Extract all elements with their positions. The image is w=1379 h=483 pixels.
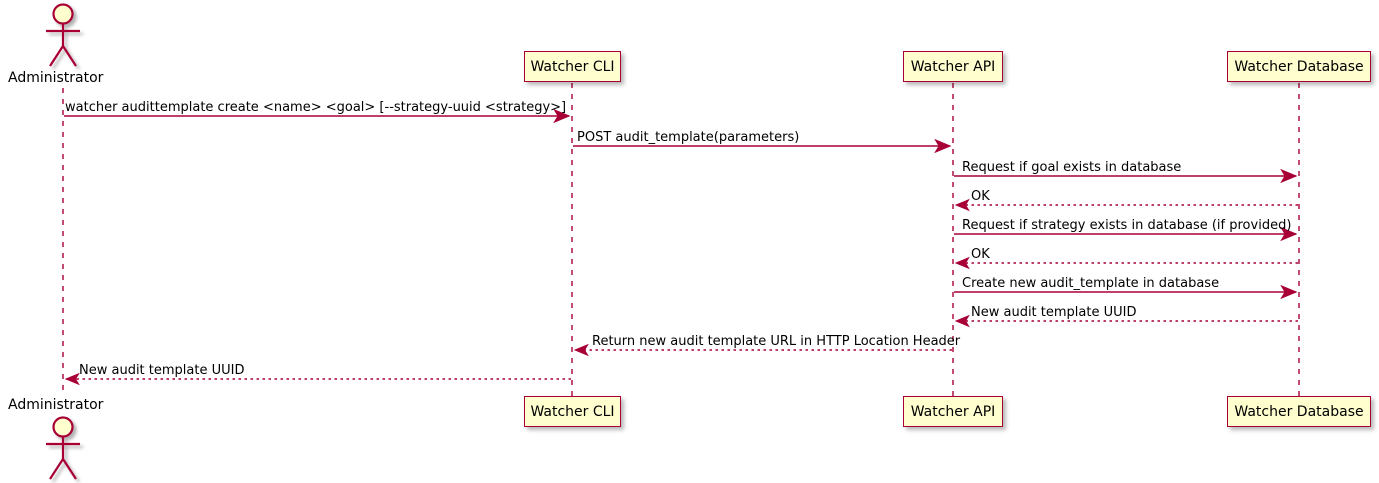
actor-administrator-top-icon xyxy=(46,3,80,67)
message-label-5: Request if strategy exists in database (… xyxy=(962,218,1292,233)
participant-box-watcher-api-top[interactable]: Watcher API xyxy=(903,51,1003,82)
actor-label-administrator-bottom: Administrator xyxy=(8,397,104,413)
message-label-8: New audit template UUID xyxy=(971,305,1137,320)
participant-box-watcher-api-bottom[interactable]: Watcher API xyxy=(903,396,1003,427)
message-label-3: Request if goal exists in database xyxy=(962,160,1182,175)
message-label-7: Create new audit_template in database xyxy=(962,276,1220,291)
actor-administrator-bottom-icon xyxy=(46,416,80,480)
participant-label-watcher-database-top: Watcher Database xyxy=(1234,58,1364,75)
participant-label-watcher-database-bottom: Watcher Database xyxy=(1234,403,1364,420)
participant-box-watcher-database-top[interactable]: Watcher Database xyxy=(1227,51,1371,82)
participant-box-watcher-cli-bottom[interactable]: Watcher CLI xyxy=(524,396,621,427)
actor-label-administrator-top: Administrator xyxy=(8,70,104,86)
lifelines xyxy=(62,83,1300,396)
participant-box-watcher-database-bottom[interactable]: Watcher Database xyxy=(1227,396,1371,427)
message-label-2: POST audit_template(parameters) xyxy=(577,130,800,145)
participant-label-watcher-api-top: Watcher API xyxy=(910,58,996,75)
message-label-1: watcher audittemplate create <name> <goa… xyxy=(65,100,567,115)
participant-box-watcher-cli-top[interactable]: Watcher CLI xyxy=(524,51,621,82)
participant-label-watcher-api-bottom: Watcher API xyxy=(910,403,996,420)
message-label-4: OK xyxy=(971,189,990,204)
participant-label-watcher-cli-top: Watcher CLI xyxy=(530,58,615,75)
message-arrows xyxy=(64,108,1298,386)
message-label-9: Return new audit template URL in HTTP Lo… xyxy=(592,334,961,349)
participant-label-watcher-cli-bottom: Watcher CLI xyxy=(530,403,615,420)
message-label-10: New audit template UUID xyxy=(79,363,245,378)
message-label-6: OK xyxy=(971,247,990,262)
